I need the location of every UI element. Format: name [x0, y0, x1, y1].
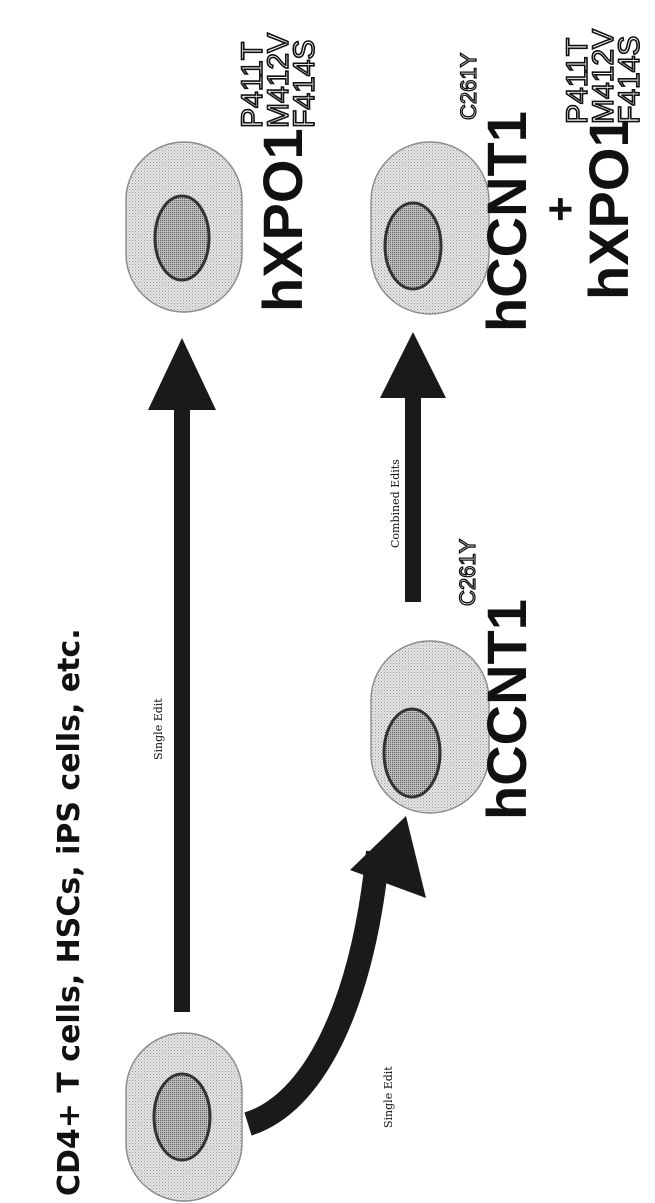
arrow-single-edit-top-head	[148, 338, 216, 410]
label-hxpo1-mutation-2: M412V	[262, 33, 295, 128]
cell-hxpo1	[125, 141, 243, 313]
cell-hccnt1	[370, 640, 490, 814]
arrow-single-edit-curved-shaft	[243, 850, 390, 1136]
label-hxpo1-mutation-1: P411T	[236, 42, 269, 128]
arrow-combined-edits	[380, 332, 446, 602]
label-combined-hxpo1-mutation-2: M412V	[587, 29, 620, 124]
arrow-combined-edits-head	[380, 332, 446, 398]
label-combined-hxpo1: hXPO1	[577, 116, 640, 300]
cell-starting-nucleus	[152, 1072, 212, 1162]
arrow-single-edit-top-label: Single Edit	[152, 698, 165, 760]
label-hxpo1: hXPO1	[251, 128, 314, 312]
cell-hxpo1-nucleus	[153, 194, 211, 282]
cell-combined-nucleus	[383, 201, 443, 291]
arrow-single-edit-top	[148, 338, 216, 1012]
cell-combined	[370, 141, 490, 315]
label-combined-plus: +	[536, 196, 585, 222]
label-combined-hccnt1-mutation: C261Y	[456, 52, 481, 120]
label-combined-hxpo1-mutation-1: P411T	[561, 38, 594, 124]
label-combined-hccnt1: hCCNT1	[475, 111, 538, 332]
arrow-single-edit-curved-head	[350, 816, 426, 898]
cell-hccnt1-nucleus	[382, 707, 442, 799]
label-hxpo1-mutation-3: F414S	[288, 40, 321, 128]
label-combined-hxpo1-mutation-3: F414S	[613, 36, 646, 124]
arrow-single-edit-top-shaft	[174, 402, 190, 1012]
arrow-combined-edits-shaft	[405, 392, 421, 602]
diagram-heading: CD4+ T cells, HSCs, iPS cells, etc.	[52, 628, 87, 1196]
label-hccnt1: hCCNT1	[475, 599, 538, 820]
arrow-combined-edits-label: Combined Edits	[389, 459, 402, 548]
cell-starting	[125, 1032, 243, 1202]
arrow-single-edit-curved-label: Single Edit	[382, 1066, 395, 1128]
arrow-single-edit-curved	[243, 816, 426, 1136]
label-hccnt1-mutation: C261Y	[455, 538, 480, 606]
